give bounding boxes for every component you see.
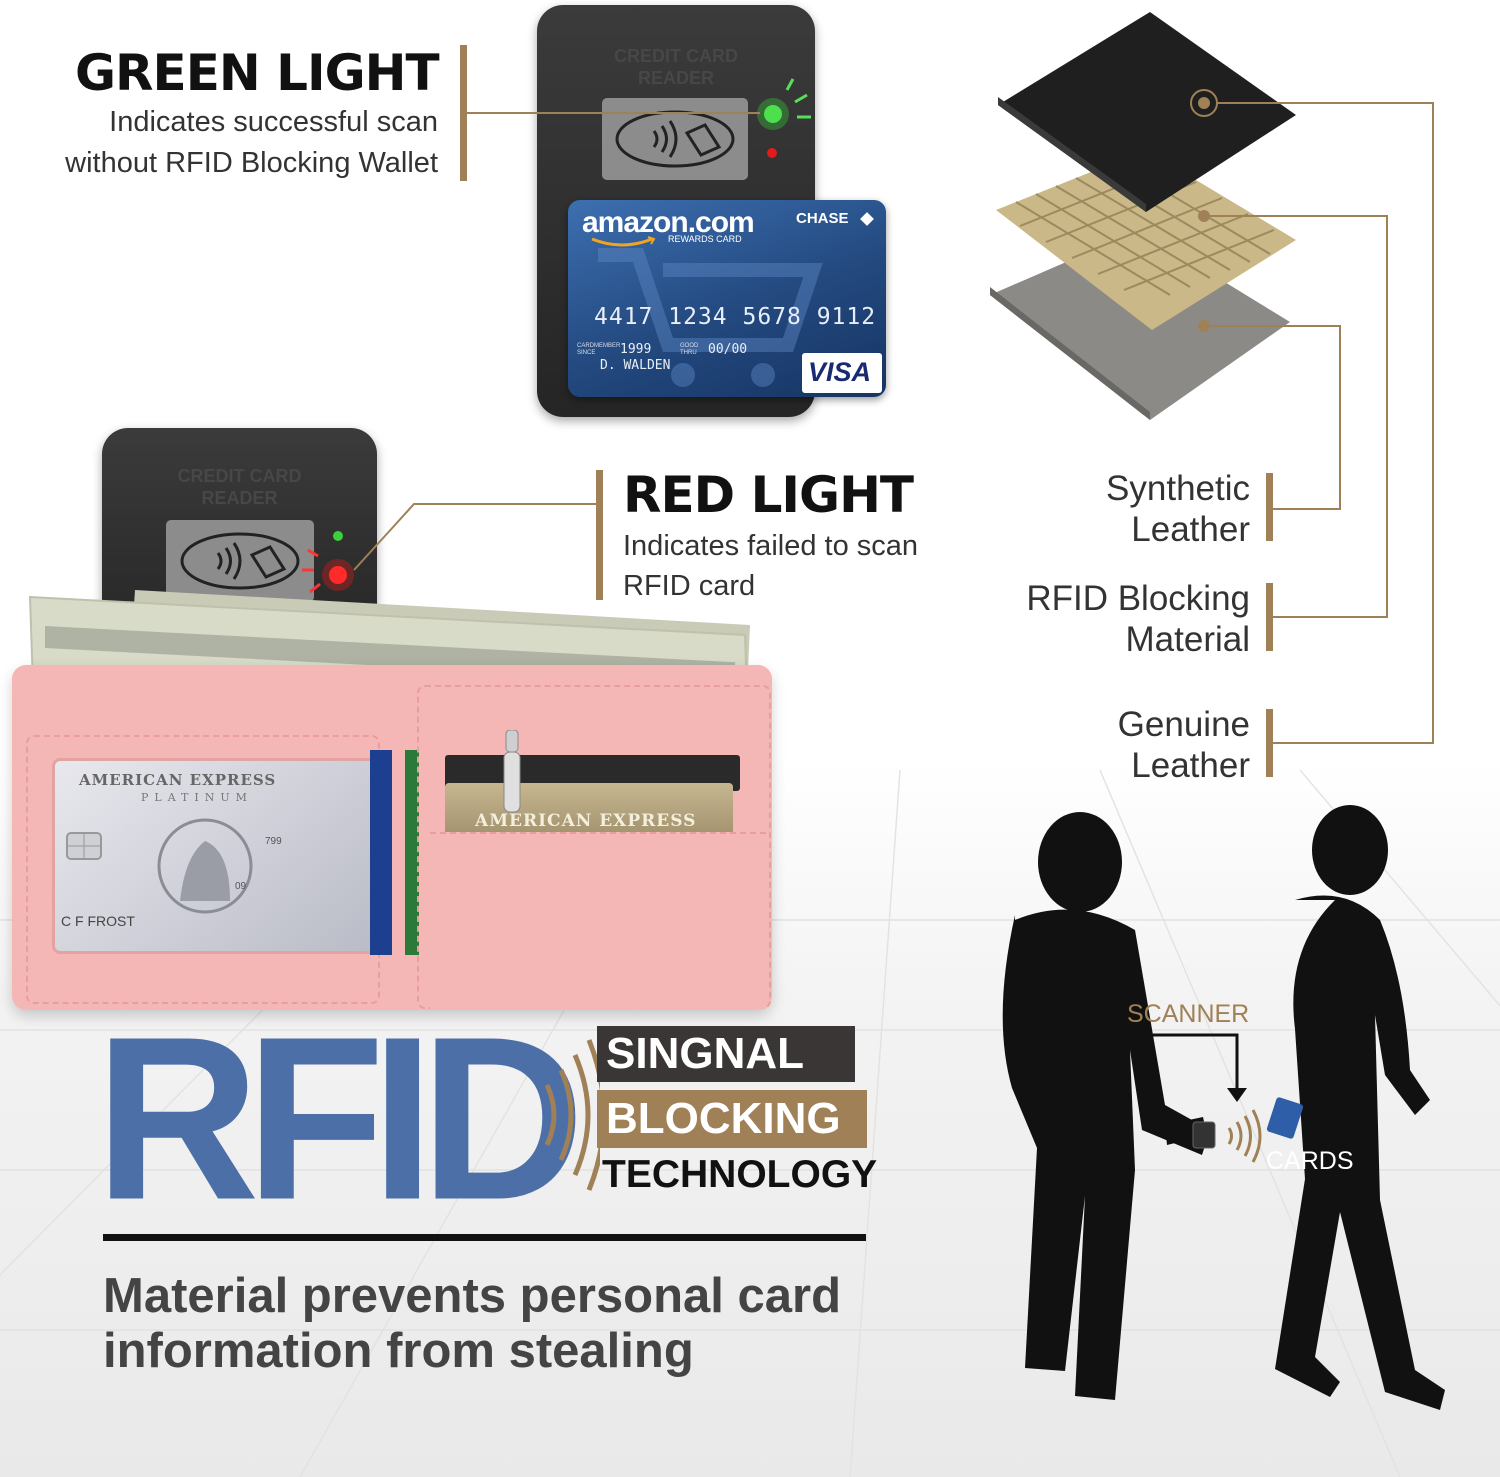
centurion-icon — [157, 818, 253, 914]
signal-waves-icon — [544, 1039, 600, 1191]
material-label-rfid: RFID Blocking Material — [1026, 578, 1250, 660]
rfid-logo-text: RFID — [95, 989, 585, 1249]
material-divider-rfid — [1266, 583, 1273, 651]
tag-blocking: BLOCKING — [606, 1094, 841, 1143]
card-holder: D. WALDEN — [600, 358, 671, 373]
green-led-icon — [757, 78, 811, 158]
red-light-divider — [596, 470, 603, 600]
amex-id-sub: PLATINUM — [141, 791, 253, 804]
tag-singnal: SINGNAL — [606, 1029, 804, 1078]
tag-singnal-bg: SINGNAL — [597, 1026, 855, 1082]
reader-label-line2: READER — [637, 68, 714, 88]
contactless-icon — [180, 532, 300, 590]
layer-dot-synthetic — [1198, 97, 1210, 109]
thief-silhouette — [1002, 812, 1210, 1400]
pink-rfid-wallet: AMERICAN EXPRESS PLATINUM 799 09 C F FRO… — [12, 665, 772, 1010]
id-window: AMERICAN EXPRESS PLATINUM 799 09 C F FRO… — [52, 758, 378, 954]
material-rfid-line1: RFID Blocking — [1026, 579, 1250, 618]
red-light-leader-line — [353, 503, 600, 571]
rfid-underline — [103, 1234, 866, 1241]
chase-logo-icon — [860, 212, 874, 226]
material-rfid-line2: Material — [1125, 620, 1250, 659]
front-pocket — [430, 832, 766, 1009]
material-divider-synthetic — [1266, 473, 1273, 541]
scanner-arrow — [1132, 1033, 1239, 1095]
reader2-label-line2: READER — [201, 488, 278, 508]
amex-card-title: AMERICAN EXPRESS — [475, 811, 697, 831]
scan-waves-icon — [1227, 1109, 1262, 1163]
scanner-label: SCANNER — [1127, 1000, 1250, 1028]
skimming-scene-illustration — [1002, 805, 1445, 1410]
reader2-label-line1: CREDIT CARD — [177, 466, 302, 486]
scanner-device-icon — [1192, 1121, 1216, 1149]
cards-label: CARDS — [1266, 1147, 1354, 1175]
card-since: 1999 — [620, 342, 652, 357]
card-subtitle: REWARDS CARD — [668, 234, 742, 244]
red-light-desc-line2: RFID card — [623, 570, 756, 602]
reader2-window — [166, 520, 314, 602]
amex-id-name: C F FROST — [61, 913, 135, 929]
material-divider-genuine — [1266, 709, 1273, 777]
card-thru-label: GOOD THRU — [680, 343, 699, 356]
tag-blocking-bg: BLOCKING — [597, 1090, 867, 1148]
card-number: 4417 1234 5678 9112 — [594, 304, 877, 330]
bottom-text-line2: information from stealing — [103, 1324, 694, 1378]
card-bank: CHASE — [796, 210, 849, 227]
green-light-leader-line — [466, 112, 760, 114]
card-expiry: 00/00 — [708, 342, 748, 357]
reader-label-line1: CREDIT CARD — [614, 46, 738, 66]
amex-id-num: 799 — [265, 836, 282, 847]
green-light-title: GREEN LIGHT — [75, 44, 440, 102]
red-light-desc-line1: Indicates failed to scan — [623, 530, 919, 562]
chip-icon — [66, 832, 102, 860]
red-light-title: RED LIGHT — [623, 466, 914, 524]
cards-icon — [1266, 1097, 1304, 1139]
material-synthetic-line1: Synthetic — [1106, 469, 1250, 508]
visa-text: VISA — [808, 357, 872, 387]
amazon-rewards-credit-card: amazon.com REWARDS CARD CHASE 4417 1234 … — [568, 200, 886, 397]
material-synthetic-line2: Leather — [1131, 510, 1250, 549]
blue-card-edge — [370, 750, 392, 955]
red-led-icon — [302, 531, 354, 594]
amazon-smile-icon — [591, 236, 656, 247]
zipper-pull-icon — [503, 730, 521, 813]
card-since-label: CARDMEMBER SINCE — [577, 343, 621, 356]
victim-silhouette — [1275, 805, 1445, 1410]
green-light-desc-line2: without RFID Blocking Wallet — [65, 147, 438, 179]
tag-technology: TECHNOLOGY — [602, 1153, 878, 1196]
green-light-divider — [460, 45, 467, 181]
contactless-icon — [615, 110, 735, 168]
material-label-genuine: Genuine Leather — [1118, 704, 1250, 786]
material-genuine-line1: Genuine — [1117, 705, 1250, 744]
green-light-desc-line1: Indicates successful scan — [109, 106, 438, 138]
card-brand: amazon.com — [582, 206, 755, 239]
material-layers-diagram — [990, 12, 1434, 744]
cart-watermark-icon — [598, 248, 823, 387]
visa-logo: VISA — [802, 353, 882, 393]
amex-id-title: AMERICAN EXPRESS — [79, 771, 277, 789]
reader-window — [602, 98, 748, 180]
material-label-synthetic: Synthetic Leather — [1106, 468, 1250, 550]
material-genuine-line2: Leather — [1131, 746, 1250, 785]
bottom-text-line1: Material prevents personal card — [103, 1269, 842, 1323]
green-card-edge — [405, 750, 419, 955]
amex-id-exp: 09 — [235, 881, 247, 892]
